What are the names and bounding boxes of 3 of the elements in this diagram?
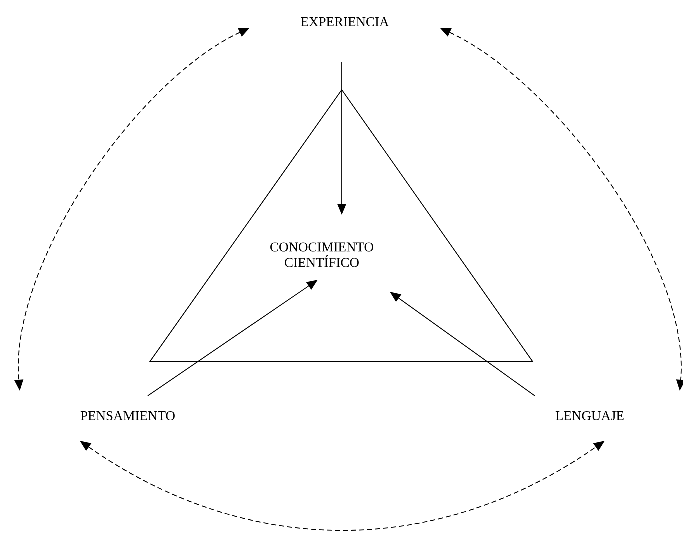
concept-label: LENGUAJE (556, 411, 624, 421)
concept-label: EXPERIENCIA (301, 17, 390, 27)
concept-label: PENSAMIENTO (80, 411, 175, 421)
